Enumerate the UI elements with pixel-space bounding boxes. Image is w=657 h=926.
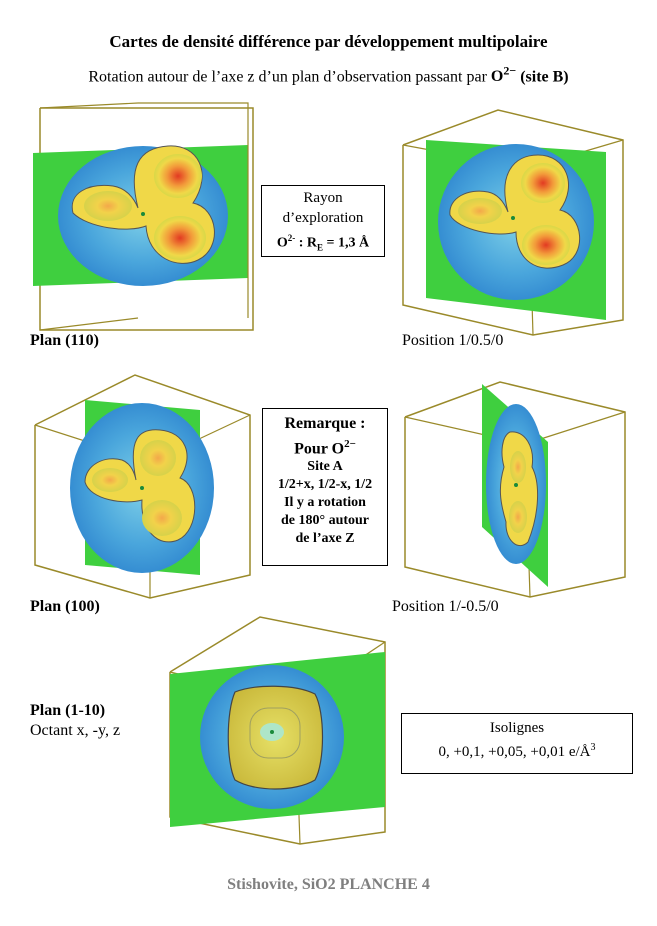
- isolignes-heading: Isolignes: [489, 720, 545, 736]
- label-plan-100: Plan (100): [30, 598, 100, 615]
- rayon-formula: O2- : RE = 1,3 Å: [276, 233, 370, 253]
- label-position-1: Position 1/0.5/0: [402, 332, 504, 349]
- label-plan-110: Plan (110): [30, 332, 99, 349]
- label-plan-1m10: Plan (1-10): [30, 702, 106, 719]
- remarque-line-2: 1/2+x, 1/2-x, 1/2: [277, 477, 373, 493]
- density-map-position-1: [402, 109, 624, 336]
- isolignes-values: 0, +0,1, +0,05, +0,01 e/Å3: [438, 742, 596, 760]
- remarque-line-1: Site A: [307, 459, 343, 475]
- subtitle-site: (site B): [520, 68, 569, 86]
- rayon-box: Rayon d’exploration O2- : RE = 1,3 Å: [261, 185, 385, 257]
- density-map-plan-1m10: [169, 616, 386, 845]
- page-title: Cartes de densité différence par dévelop…: [109, 32, 548, 51]
- rayon-line2: d’exploration: [282, 210, 364, 226]
- remarque-pour: Pour O2−: [294, 438, 356, 458]
- remarque-line-3: Il y a rotation: [284, 495, 366, 511]
- remarque-line-4: de 180° autour: [280, 513, 370, 529]
- density-map-position-2: [404, 381, 626, 598]
- subtitle-ion: O2−: [490, 64, 517, 86]
- label-octant: Octant x, -y, z: [30, 722, 121, 739]
- subtitle-prefix: Rotation autour de l’axe z d’un plan d’o…: [88, 68, 487, 86]
- footer: Stishovite, SiO2 PLANCHE 4: [227, 876, 430, 893]
- label-position-2: Position 1/-0.5/0: [392, 598, 499, 615]
- remarque-line-5: de l’axe Z: [295, 531, 355, 547]
- remarque-heading: Remarque :: [284, 415, 366, 432]
- rayon-line1: Rayon: [303, 190, 343, 206]
- page-subtitle: Rotation autour de l’axe z d’un plan d’o…: [0, 64, 657, 86]
- remarque-box: Remarque : Pour O2− Site A 1/2+x, 1/2-x,…: [262, 408, 388, 566]
- density-map-plan-100: [34, 374, 251, 599]
- isolignes-box: Isolignes 0, +0,1, +0,05, +0,01 e/Å3: [401, 713, 633, 774]
- density-map-plan-110: [33, 102, 254, 331]
